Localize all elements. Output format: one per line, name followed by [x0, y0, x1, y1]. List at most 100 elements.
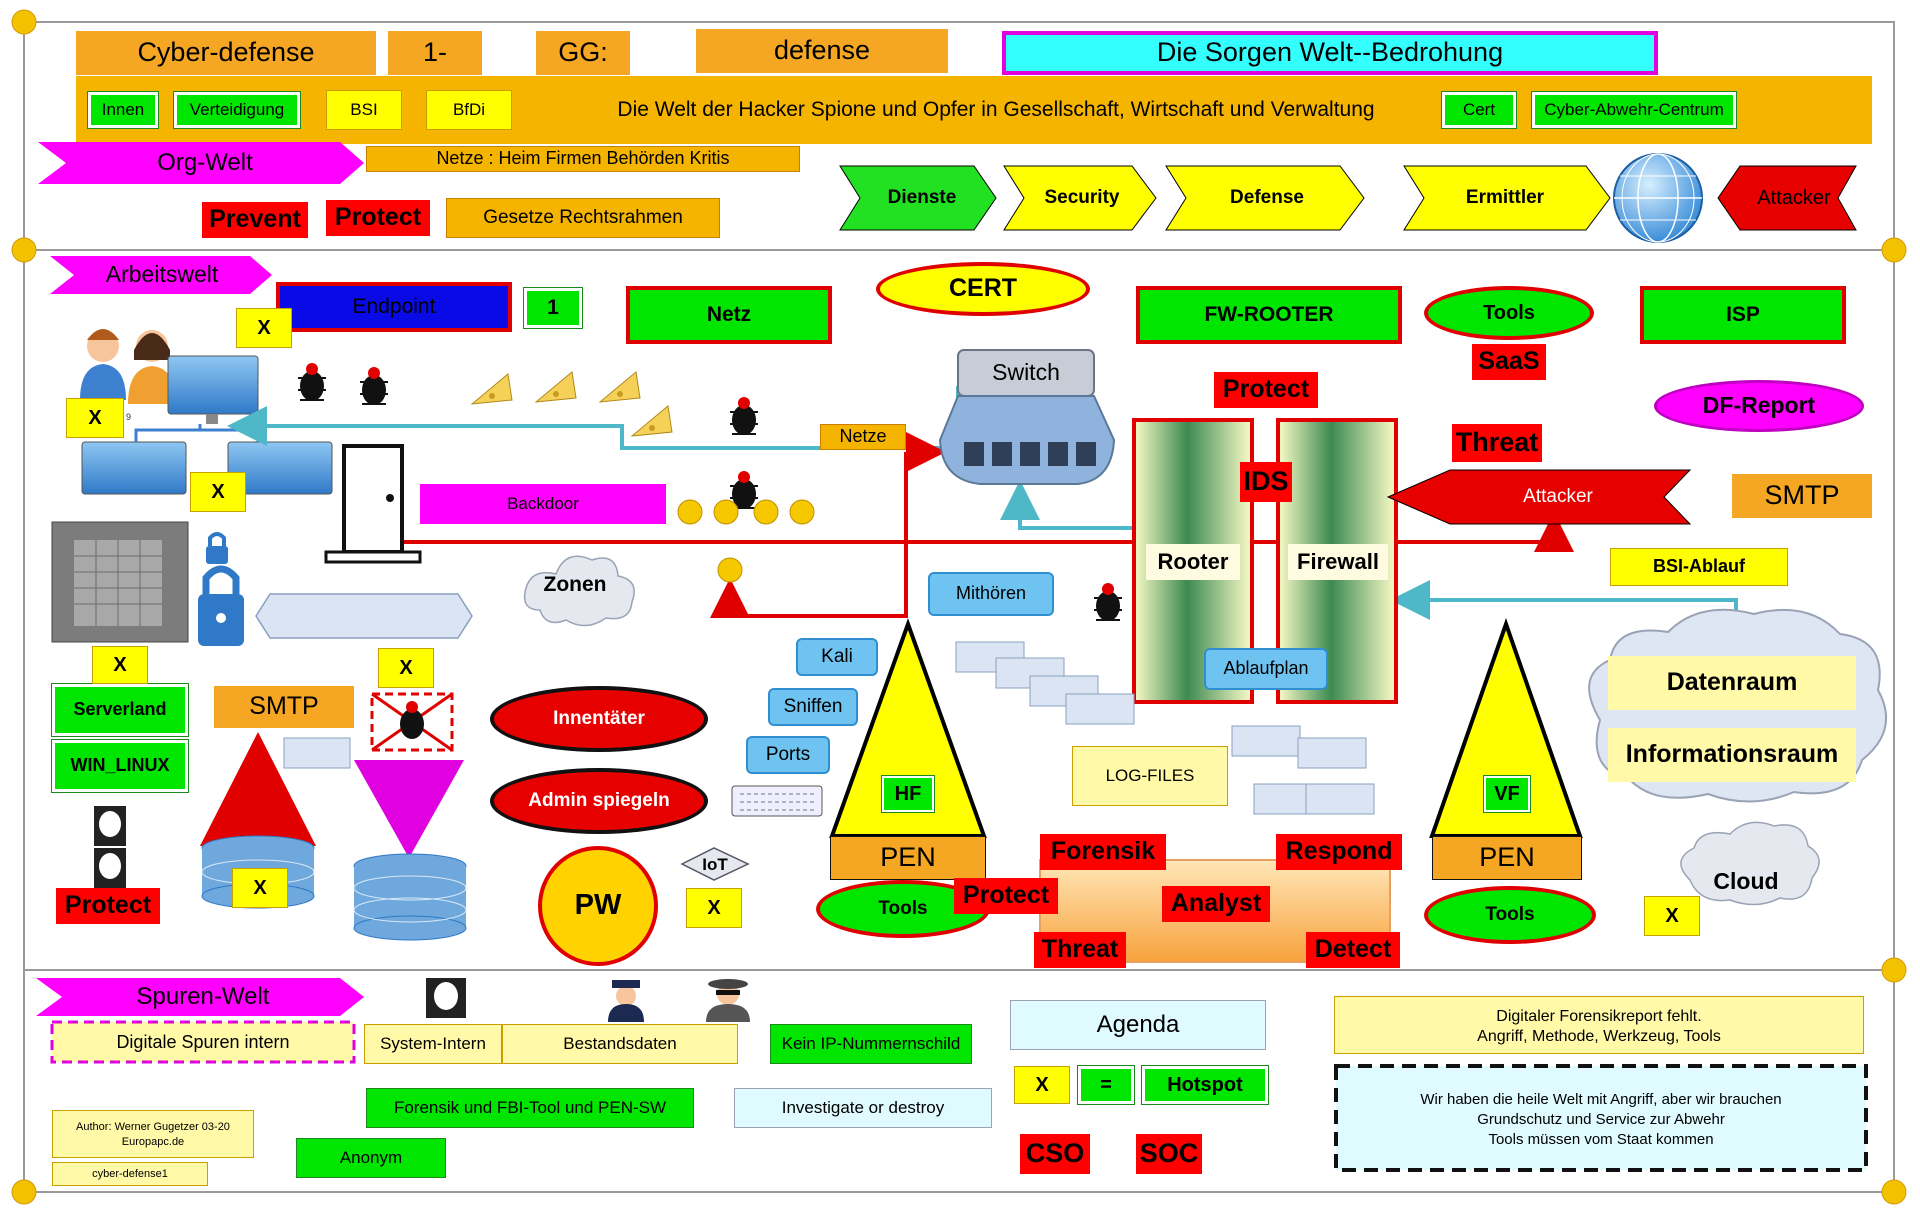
cheese-icon [534, 371, 577, 403]
smtp-right-box[interactable]: SMTP [1732, 474, 1872, 518]
cheese-icon [598, 371, 641, 403]
anonymous-mask-icon [426, 978, 466, 1018]
kali-button[interactable]: Kali [796, 638, 878, 676]
sniffen-button[interactable]: Sniffen [768, 688, 858, 726]
cert-oval[interactable]: CERT [876, 262, 1090, 316]
anonymous-mask-icon [94, 848, 126, 888]
switch-label: Switch [992, 359, 1060, 386]
kein-ip-box[interactable]: Kein IP-Nummernschild [770, 1024, 972, 1064]
tools-oval-top[interactable]: Tools [1424, 286, 1594, 340]
informationsraum-label: Informationsraum [1608, 728, 1856, 782]
lock-icon [206, 532, 228, 564]
chevron-dienste[interactable]: Dienste [887, 186, 957, 208]
ports-button[interactable]: Ports [746, 736, 830, 774]
pw-label: PW [574, 889, 622, 922]
anonym-box[interactable]: Anonym [296, 1138, 446, 1178]
cert-button[interactable]: Cert [1441, 91, 1517, 129]
cloud-icon [1680, 821, 1820, 906]
x-badge: X [1644, 896, 1700, 936]
innentaeter-oval[interactable]: Innentäter [490, 686, 708, 752]
pen-box-left[interactable]: PEN [830, 836, 986, 880]
forensik-fbi-box[interactable]: Forensik und FBI-Tool und PEN-SW [366, 1088, 694, 1128]
attacker-label: Attacker [1523, 485, 1593, 507]
banner-label: Die Welt der Hacker Spione und Opfer in … [617, 98, 1375, 122]
zonen-label: Zonen [543, 573, 607, 597]
win-linux-box[interactable]: WIN_LINUX [51, 739, 189, 793]
arbeitswelt-label: Arbeitswelt [105, 261, 219, 288]
netz-box[interactable]: Netz [626, 286, 832, 344]
chevron-ermittler[interactable]: Ermittler [1465, 186, 1545, 208]
datenraum-label: Datenraum [1608, 656, 1856, 710]
corner-handle [11, 9, 37, 35]
abwehr-button[interactable]: Cyber-Abwehr-Centrum [1531, 91, 1737, 129]
bfdi-button[interactable]: BfDi [426, 90, 512, 130]
log-files-box[interactable]: LOG-FILES [1072, 746, 1228, 806]
ids-badge: IDS [1240, 462, 1292, 502]
bsi-ablauf-box[interactable]: BSI-Ablauf [1610, 548, 1788, 586]
investigate-box[interactable]: Investigate or destroy [734, 1088, 992, 1128]
x-badge: X [236, 308, 292, 348]
pen-box-right[interactable]: PEN [1432, 836, 1582, 880]
endpoint-box[interactable]: Endpoint [276, 282, 512, 332]
verteidigung-button[interactable]: Verteidigung [173, 91, 301, 129]
ablaufplan-button[interactable]: Ablaufplan [1204, 648, 1328, 690]
x-badge: X [1014, 1066, 1070, 1104]
report-note-line: Digitaler Forensikreport fehlt. [1496, 1008, 1702, 1025]
mithoeren-button[interactable]: Mithören [928, 572, 1054, 616]
threat-badge-analyst: Threat [1034, 932, 1126, 968]
backdoor-box[interactable]: Backdoor [420, 484, 666, 524]
spy-icon [706, 979, 750, 1022]
innen-button[interactable]: Innen [87, 91, 159, 129]
cloud-label: Cloud [1713, 868, 1779, 895]
title-label: Cyber-defense [137, 37, 315, 68]
detect-badge: Detect [1306, 932, 1400, 968]
switch-icon [938, 349, 1116, 485]
smtp-left-box[interactable]: SMTP [214, 686, 354, 728]
hf-badge: HF [881, 775, 935, 813]
police-icon [608, 980, 644, 1022]
x-badge: X [232, 868, 288, 908]
corner-handle [1881, 1179, 1907, 1205]
fw-rooter-box[interactable]: FW-ROOTER [1136, 286, 1402, 344]
agenda-box[interactable]: Agenda [1010, 1000, 1266, 1050]
x-badge: X [92, 646, 148, 684]
monitor-icon [227, 441, 333, 495]
bug-icon [298, 363, 326, 401]
saas-badge: SaaS [1472, 344, 1546, 380]
admin-spiegeln-oval[interactable]: Admin spiegeln [490, 768, 708, 834]
lock-icon [198, 565, 244, 646]
system-intern-box[interactable]: System-Intern [364, 1024, 502, 1064]
firewall-label: Firewall [1288, 544, 1388, 580]
corner-handle [1881, 237, 1907, 263]
rooter-label: Rooter [1146, 544, 1240, 580]
corner-handle [1881, 957, 1907, 983]
anonymous-mask-icon [94, 806, 126, 846]
vf-badge: VF [1483, 775, 1531, 813]
world-note-line: Grundschutz und Service zur Abwehr [1477, 1111, 1725, 1128]
isp-box[interactable]: ISP [1640, 286, 1846, 344]
gesetze-label: Gesetze Rechtsrahmen [446, 198, 720, 238]
x-badge: X [686, 888, 742, 928]
tools-oval-right[interactable]: Tools [1424, 886, 1596, 944]
netze-label: Netze : Heim Firmen Behörden Kritis [366, 146, 800, 172]
tools-oval-left[interactable]: Tools [816, 880, 990, 938]
hotspot-box[interactable]: Hotspot [1141, 1065, 1269, 1105]
bestandsdaten-box[interactable]: Bestandsdaten [502, 1024, 738, 1064]
bsi-button[interactable]: BSI [326, 90, 402, 130]
user-icon [128, 330, 176, 404]
chevron-security[interactable]: Security [1044, 186, 1120, 208]
df-report-oval[interactable]: DF-Report [1654, 380, 1864, 432]
prevent-badge: Prevent [202, 202, 308, 238]
protect-badge-analyst: Protect [954, 878, 1058, 914]
org-welt-label: Org-Welt [157, 148, 253, 176]
serverland-box[interactable]: Serverland [51, 683, 189, 737]
bug-icon [400, 701, 424, 739]
cso-badge: CSO [1020, 1134, 1090, 1174]
file-id-label: cyber-defense1 [52, 1162, 208, 1186]
one-badge: 1 [523, 287, 583, 329]
author-note: Author: Werner Gugetzer 03-20 Europapc.d… [52, 1110, 254, 1158]
monitor-icon [167, 355, 259, 424]
digitale-spuren-label: Digitale Spuren intern [116, 1032, 290, 1053]
chevron-defense[interactable]: Defense [1230, 186, 1304, 208]
